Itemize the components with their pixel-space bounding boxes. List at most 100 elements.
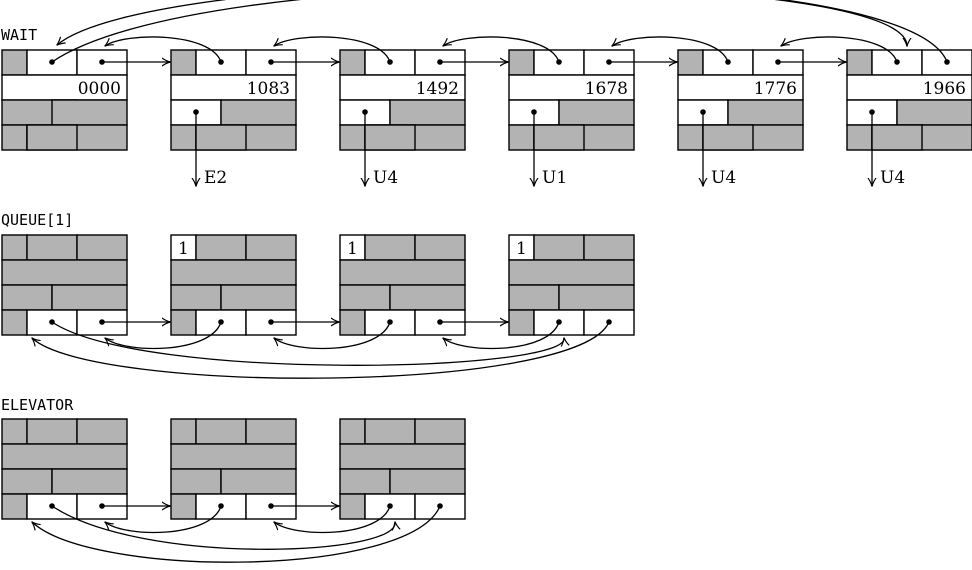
elevator-r3-a xyxy=(170,468,222,495)
queue-node: 1 xyxy=(508,234,635,336)
elevator-node xyxy=(339,418,466,520)
elevator-r1-a xyxy=(170,418,197,445)
wait-row3-b xyxy=(558,99,635,126)
queue-llink-arrow xyxy=(274,321,391,350)
queue-r3-a xyxy=(508,284,560,311)
elevator-title: ELEVATOR xyxy=(1,396,74,414)
wait-row3-b xyxy=(389,99,466,126)
wait-row4-a xyxy=(508,124,535,151)
wait-time-cell xyxy=(508,74,635,101)
queue-flag: 1 xyxy=(516,239,527,259)
wait-time: 1776 xyxy=(754,79,797,99)
wait-row4-mid xyxy=(26,124,78,151)
wait-target: U1 xyxy=(542,168,567,188)
queue-tail-rlink-arrow xyxy=(32,321,610,379)
elevator-r1-b xyxy=(26,418,78,445)
wait-row4-mid xyxy=(871,124,923,151)
wait-row4-mid xyxy=(195,124,247,151)
queue-r1-c xyxy=(583,234,635,261)
elevator-r1-c xyxy=(245,418,297,445)
queue-r3-a xyxy=(339,284,391,311)
wait-llink-arrow xyxy=(274,36,391,63)
queue-tag xyxy=(508,309,535,336)
wait-row4-a xyxy=(677,124,704,151)
wait-row3-b xyxy=(220,99,297,126)
queue-r1-b xyxy=(26,234,78,261)
elevator-list xyxy=(1,418,466,563)
elevator-r2 xyxy=(339,443,466,470)
elevator-tag xyxy=(170,493,197,520)
wait-llink-arrow xyxy=(612,36,729,63)
wait-time: 1966 xyxy=(923,79,966,99)
wait-node: 0000 xyxy=(1,49,128,151)
queue-r3-a xyxy=(170,284,222,311)
wait-target: U4 xyxy=(373,168,398,188)
wait-llink-arrow xyxy=(443,36,560,63)
queue-r2 xyxy=(339,259,466,286)
wait-node-tag xyxy=(170,49,197,76)
queue-r3-b xyxy=(220,284,297,311)
wait-row4-a xyxy=(339,124,366,151)
wait-row4-a xyxy=(1,124,28,151)
queue-r1-c xyxy=(245,234,297,261)
queue-node: 1 xyxy=(339,234,466,336)
wait-llink-arrow xyxy=(781,36,898,63)
elevator-tag xyxy=(1,493,28,520)
wait-time: 0000 xyxy=(78,79,121,99)
queue-r1-a xyxy=(1,234,28,261)
wait-llink-arrow xyxy=(105,36,222,63)
wait-head-llink-arrow xyxy=(51,0,907,63)
wait-time: 1678 xyxy=(585,79,628,99)
elevator-r1-b xyxy=(195,418,247,445)
wait-tail-rlink-arrow xyxy=(57,0,948,63)
elevator-rlink-cell xyxy=(414,493,466,520)
wait-time: 1083 xyxy=(247,79,290,99)
queue-tag xyxy=(170,309,197,336)
elevator-r2 xyxy=(1,443,128,470)
elevator-r1-a xyxy=(1,418,28,445)
elevator-r1-a xyxy=(339,418,366,445)
elevator-head-llink-arrow xyxy=(51,505,395,550)
wait-time-cell xyxy=(339,74,466,101)
elevator-r3-a xyxy=(1,468,53,495)
wait-node-tag xyxy=(677,49,704,76)
queue-r2 xyxy=(170,259,297,286)
queue-r3-b xyxy=(389,284,466,311)
queue-flag: 1 xyxy=(347,239,358,259)
queue-r1-c xyxy=(76,234,128,261)
elevator-llink-arrow xyxy=(274,505,391,534)
wait-row3-b xyxy=(896,99,972,126)
queue-llink-arrow xyxy=(443,321,560,350)
queue-list: 1 1 1 xyxy=(1,234,635,379)
queue-node xyxy=(1,234,128,336)
wait-title: WAIT xyxy=(1,26,37,44)
elevator-tail-rlink-arrow xyxy=(32,505,441,563)
wait-node-tag xyxy=(508,49,535,76)
queue-r2 xyxy=(1,259,128,286)
queue-tag xyxy=(339,309,366,336)
wait-target: U4 xyxy=(880,168,905,188)
wait-node-tag xyxy=(846,49,873,76)
wait-row3-b xyxy=(727,99,804,126)
wait-row3-b xyxy=(51,99,128,126)
queue-r1-b xyxy=(195,234,247,261)
elevator-r3-a xyxy=(339,468,391,495)
queue-r3-b xyxy=(51,284,128,311)
wait-row4-a xyxy=(170,124,197,151)
elevator-r2 xyxy=(170,443,297,470)
queue-node: 1 xyxy=(170,234,297,336)
elevator-tag xyxy=(339,493,366,520)
wait-target: E2 xyxy=(204,168,227,188)
wait-rlink-cell xyxy=(921,49,972,76)
wait-row4-mid xyxy=(702,124,754,151)
queue-r3-b xyxy=(558,284,635,311)
elevator-r1-c xyxy=(76,418,128,445)
wait-target: U4 xyxy=(711,168,736,188)
queue-tag xyxy=(1,309,28,336)
